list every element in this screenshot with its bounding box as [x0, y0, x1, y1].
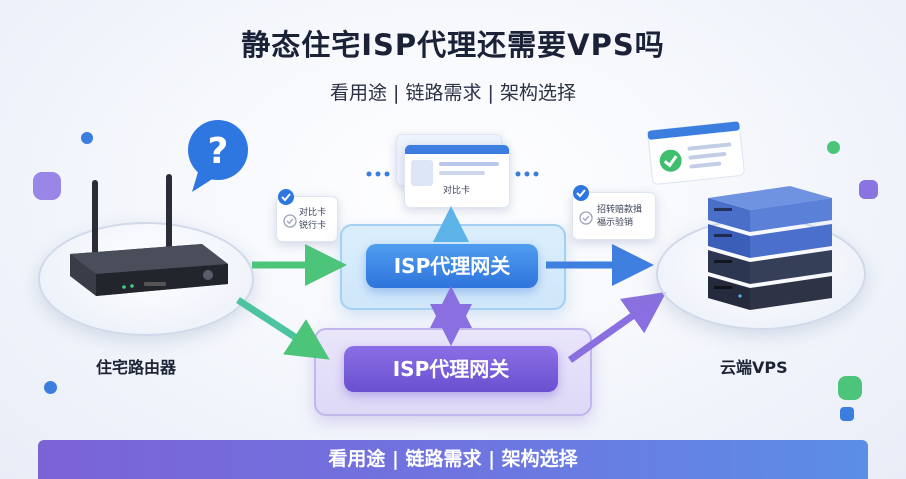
right-card-line1: 招转赔款揖 — [597, 205, 643, 215]
arrow-router-to-bottom-gateway — [236, 297, 330, 360]
checklist-card-icon — [647, 121, 745, 185]
page-title: 静态住宅ISP代理还需要VPS吗 — [241, 28, 665, 62]
check-badge-icon — [573, 185, 589, 201]
text-line — [439, 162, 499, 166]
browser-titlebar — [405, 145, 509, 154]
server-icon — [708, 186, 832, 310]
router-icon — [70, 174, 228, 296]
decor-square — [840, 407, 854, 421]
gateway-bottom-button: ISP代理网关 — [344, 346, 558, 392]
circle-check-icon — [283, 214, 297, 228]
vps-label: 云端VPS — [720, 358, 788, 377]
right-info-card: 招转赔款揖 福示验销 — [572, 192, 656, 240]
left-card-line1: 对比卡 — [299, 208, 327, 218]
decor-dot — [827, 141, 840, 154]
decor-square — [838, 376, 862, 400]
browser-card-text: 对比卡 — [443, 186, 471, 196]
decor-dot — [44, 381, 57, 394]
check-badge-icon — [278, 189, 294, 205]
decor-square — [33, 172, 61, 200]
circle-check-icon — [579, 211, 593, 225]
bottom-banner: 看用途 | 链路需求 | 架构选择 — [38, 440, 868, 479]
gateway-top-button: ISP代理网关 — [366, 244, 538, 288]
router-label: 住宅路由器 — [96, 358, 177, 377]
dots-icon — [515, 171, 539, 177]
right-card-line2: 福示验销 — [597, 218, 634, 228]
arrow-bottom-gateway-to-vps — [567, 291, 667, 363]
svg-text:?: ? — [208, 131, 229, 172]
text-line — [439, 171, 485, 175]
decor-dot — [81, 132, 93, 144]
left-card-line2: 锐行卡 — [299, 221, 327, 231]
avatar — [411, 160, 433, 186]
question-bubble-icon: ? — [188, 120, 248, 192]
dots-icon — [366, 171, 390, 177]
decor-square — [859, 180, 878, 199]
page-subtitle: 看用途 | 链路需求 | 架构选择 — [330, 82, 576, 104]
